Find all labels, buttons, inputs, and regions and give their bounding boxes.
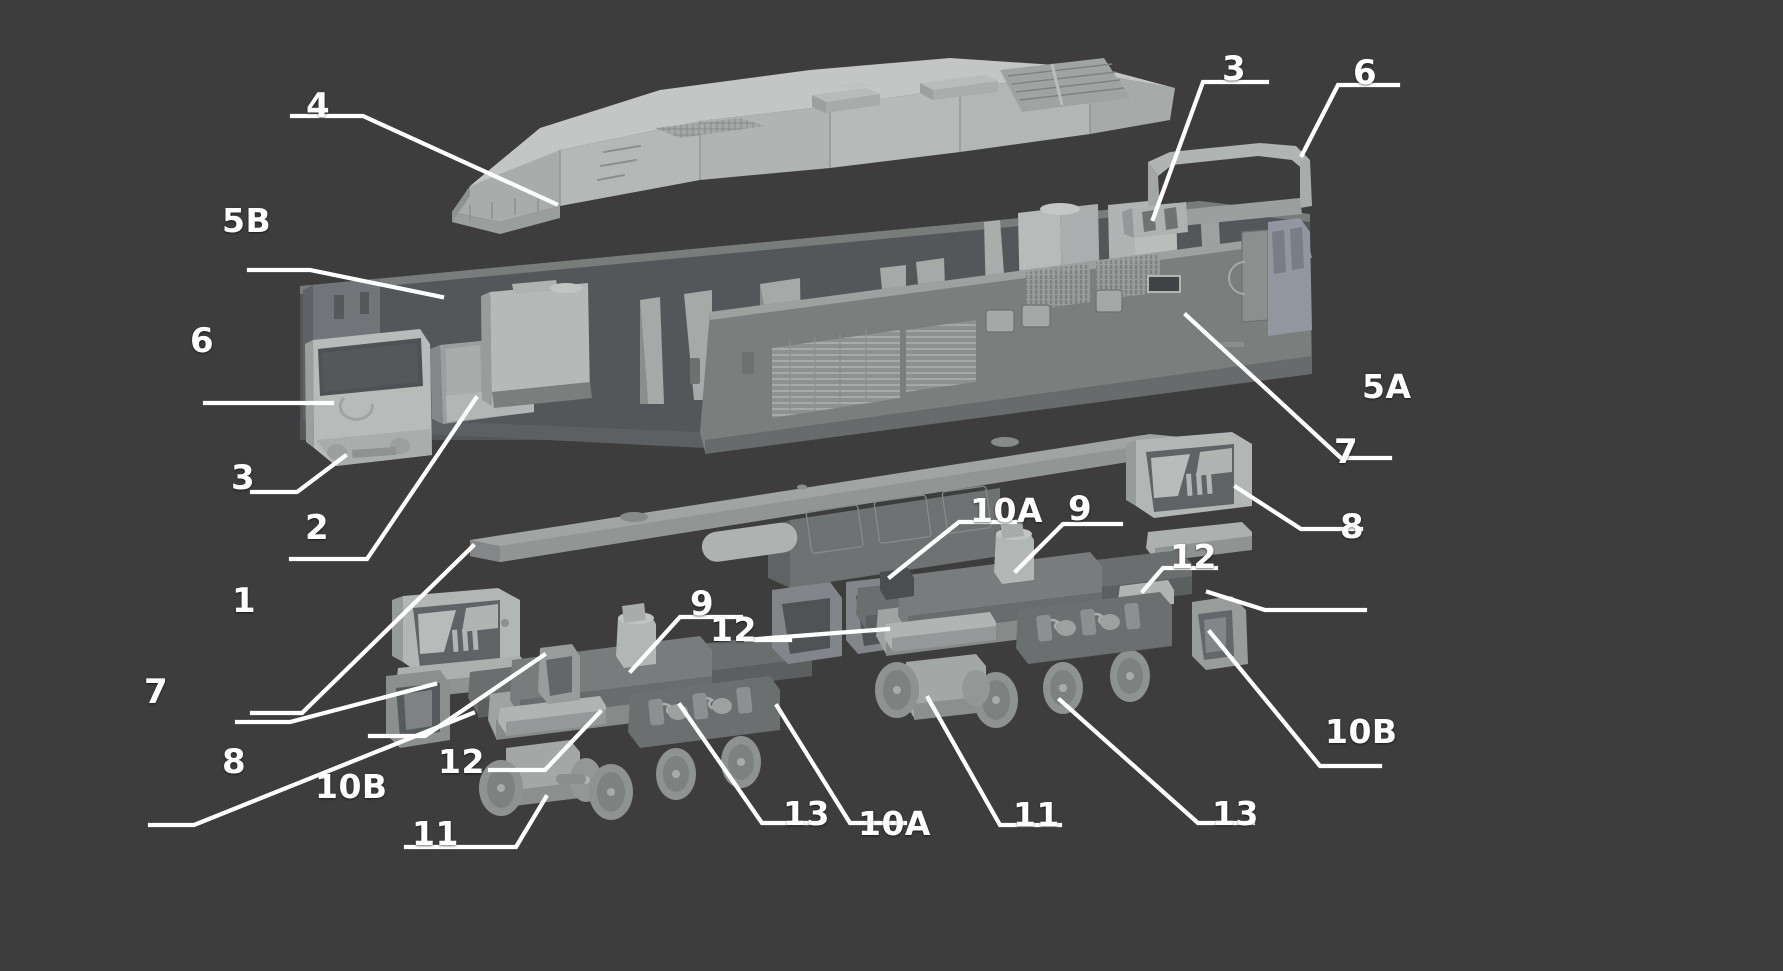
- leader-line-9: [628, 614, 744, 674]
- leader-line-11: [925, 695, 1063, 828]
- leader-line-2: [288, 395, 479, 562]
- leader-line-10A: [774, 703, 908, 826]
- part-chassis-frame: [470, 434, 1190, 588]
- part-pilot-plough-right: [1126, 432, 1252, 518]
- leader-line-11: [403, 794, 549, 850]
- leader-lines: [147, 79, 1401, 850]
- part-motor-drive-right: [994, 519, 1034, 584]
- leader-line-7: [1233, 484, 1364, 532]
- leader-line-12: [743, 626, 891, 643]
- leader-line-8: [234, 681, 438, 725]
- bogie-assembly-right: [772, 432, 1252, 728]
- part-handrail-hoop: [1148, 143, 1312, 228]
- leader-line-9: [1013, 521, 1124, 574]
- part-brake-block-right: [1192, 596, 1248, 670]
- leader-line-10B: [367, 652, 547, 739]
- part-mount-pad-left: [498, 696, 606, 736]
- leader-line-10A: [887, 519, 1018, 580]
- leader-line-6: [1299, 82, 1401, 158]
- part-interior-fitting-right: [1122, 202, 1188, 238]
- bogie-assembly-left: [386, 588, 812, 820]
- leader-line-12: [1140, 565, 1219, 594]
- leader-line-10B: [1207, 629, 1383, 769]
- part-roof-hood: [452, 58, 1175, 234]
- part-suspension-right: [1016, 592, 1172, 664]
- leader-line-12: [487, 709, 603, 773]
- part-pilot-plough-left: [392, 588, 520, 674]
- leader-line-5B: [246, 267, 445, 300]
- leader-line-4: [289, 113, 559, 207]
- wheelset-right: [875, 650, 1150, 728]
- part-brake-block-left: [538, 644, 580, 704]
- leader-line-13: [1057, 697, 1256, 826]
- leader-line-3: [249, 453, 348, 495]
- leader-line-1: [249, 543, 476, 716]
- leader-line-3: [1150, 79, 1270, 222]
- part-motor-drive-left: [616, 603, 656, 668]
- part-suspension-left: [628, 676, 780, 748]
- leader-line-8: [1205, 589, 1368, 613]
- leader-line-7: [147, 710, 476, 828]
- leader-line-5A: [1183, 312, 1393, 461]
- leader-line-13: [677, 702, 823, 826]
- part-body-shell: [300, 143, 1312, 466]
